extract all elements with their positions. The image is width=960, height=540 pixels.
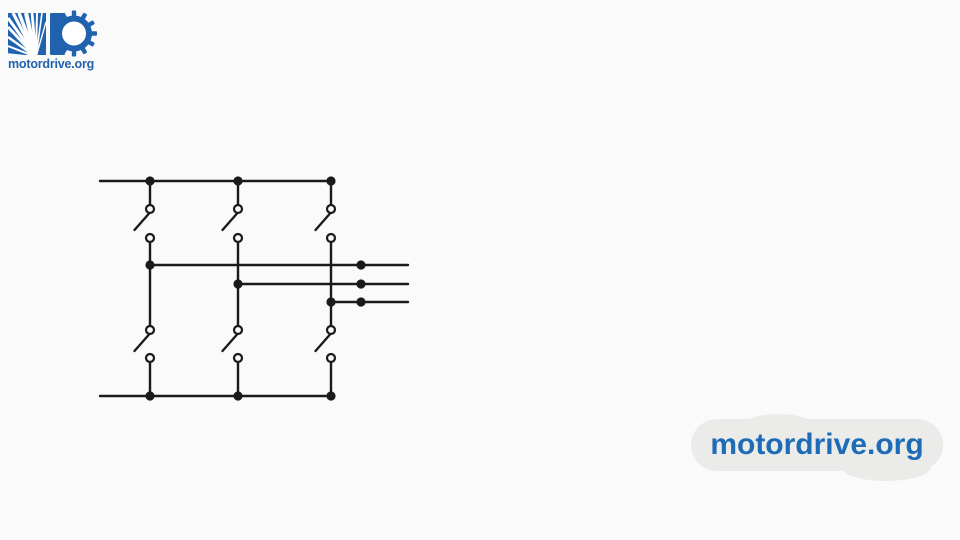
leg-3-lower-switch-blade [314, 333, 332, 353]
logo: motordrive.org [0, 0, 120, 80]
leg-1-upper-switch-terminal-top [144, 203, 156, 215]
leg-3-lower-switch-terminal-top [325, 324, 337, 336]
junction-dot-top-1 [145, 176, 155, 186]
phase-2-node-dot [356, 279, 366, 289]
leg-1-upper-switch-terminal-bottom [144, 232, 156, 244]
leg-1-lower-switch-terminal-top [144, 324, 156, 336]
logo-text: motordrive.org [8, 57, 95, 71]
leg-2-upper-switch-terminal-bottom [232, 232, 244, 244]
logo-gear-icon [50, 10, 97, 57]
logo-emblem-icon [8, 10, 97, 57]
leg-2-upper-switch-terminal-top [232, 203, 244, 215]
phase-3-tap-dot [326, 297, 336, 307]
watermark-text: motordrive.org [710, 428, 924, 461]
leg-3-upper-switch-terminal-top [325, 203, 337, 215]
junction-dot-bottom-2 [233, 391, 243, 401]
phase-3-node-dot [356, 297, 366, 307]
leg-3-upper-switch-blade [314, 212, 332, 232]
leg-1-upper-switch-blade [133, 212, 151, 232]
phase-1-node-dot [356, 260, 366, 270]
leg-2-lower-switch-terminal-top [232, 324, 244, 336]
watermark: motordrive.org [691, 414, 943, 481]
leg-2-lower-switch-blade [221, 333, 239, 353]
phase-1-tap-dot [145, 260, 155, 270]
leg-1 [133, 179, 152, 398]
junction-dot-bottom-1 [145, 391, 155, 401]
junction-dot-top-2 [233, 176, 243, 186]
logo-fan-icon [8, 13, 46, 55]
phase-2-tap-dot [233, 279, 243, 289]
leg-3-lower-switch-terminal-bottom [325, 352, 337, 364]
leg-2-upper-switch-blade [221, 212, 239, 232]
leg-3-upper-switch-terminal-bottom [325, 232, 337, 244]
watermark-blob [691, 414, 943, 481]
leg-1-lower-switch-blade [133, 333, 151, 353]
junction-dot-bottom-3 [326, 391, 336, 401]
leg-1-lower-switch-terminal-bottom [144, 352, 156, 364]
leg-2-lower-switch-terminal-bottom [232, 352, 244, 364]
junction-dot-top-3 [326, 176, 336, 186]
